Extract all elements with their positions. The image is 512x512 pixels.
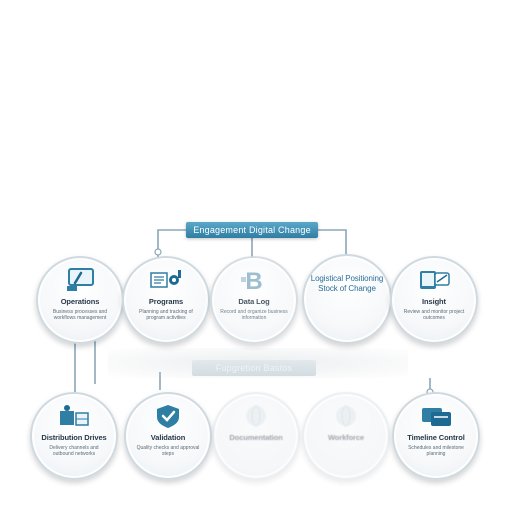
node-workforce[interactable]: Workforce xyxy=(302,392,390,480)
node-description: Business processes and workflows managem… xyxy=(52,309,108,321)
globe-icon xyxy=(329,403,363,429)
document-gear-icon xyxy=(149,267,183,293)
node-description: Review and monitor project outcomes xyxy=(403,309,465,321)
node-description: Delivery channels and outbound networks xyxy=(49,445,99,457)
connector-node xyxy=(154,248,162,256)
letter-b-icon: B xyxy=(237,267,271,295)
node-description: Record and organize business information xyxy=(220,309,288,321)
connector-line xyxy=(318,229,347,258)
node-description: Schedules and milestone planning xyxy=(408,445,464,457)
svg-text:B: B xyxy=(245,268,262,293)
node-data-log[interactable]: B Data Log Record and organize business … xyxy=(210,256,298,344)
top-banner: Engagement Digital Change xyxy=(186,222,318,238)
node-distribution[interactable]: Distribution Drives Delivery channels an… xyxy=(30,392,118,480)
tablet-pen-icon xyxy=(417,267,451,293)
node-title: Data Log xyxy=(238,297,270,306)
node-title: Operations xyxy=(60,297,100,306)
node-title: Logistical Positioning Stock of Change xyxy=(310,274,384,293)
sub-banner: Fupgretion Bastos xyxy=(192,360,316,376)
node-description: Planning and tracking of program activit… xyxy=(139,309,193,321)
globe-icon xyxy=(239,403,273,429)
node-title: Validation xyxy=(150,433,186,442)
node-title: Workforce xyxy=(327,433,365,442)
node-title: Distribution Drives xyxy=(41,433,107,442)
shipping-icon xyxy=(57,403,91,429)
node-timeline[interactable]: Timeline Control Schedules and milestone… xyxy=(392,392,480,480)
node-description: Quality checks and approval steps xyxy=(136,445,200,457)
node-documentation[interactable]: Documentation xyxy=(212,392,300,480)
card-icon xyxy=(419,403,453,429)
node-operations[interactable]: Operations Business processes and workfl… xyxy=(36,256,124,344)
node-insight[interactable]: Insight Review and monitor project outco… xyxy=(390,256,478,344)
whiteboard-icon xyxy=(63,267,97,293)
node-title: Insight xyxy=(422,297,446,306)
node-programs[interactable]: Programs Planning and tracking of progra… xyxy=(122,256,210,344)
node-title: Documentation xyxy=(229,433,283,442)
node-validation[interactable]: Validation Quality checks and approval s… xyxy=(124,392,212,480)
node-title: Timeline Control xyxy=(407,433,465,442)
node-logistical[interactable]: Logistical Positioning Stock of Change xyxy=(302,254,392,344)
node-title: Programs xyxy=(148,297,184,306)
shield-check-icon xyxy=(151,403,185,429)
